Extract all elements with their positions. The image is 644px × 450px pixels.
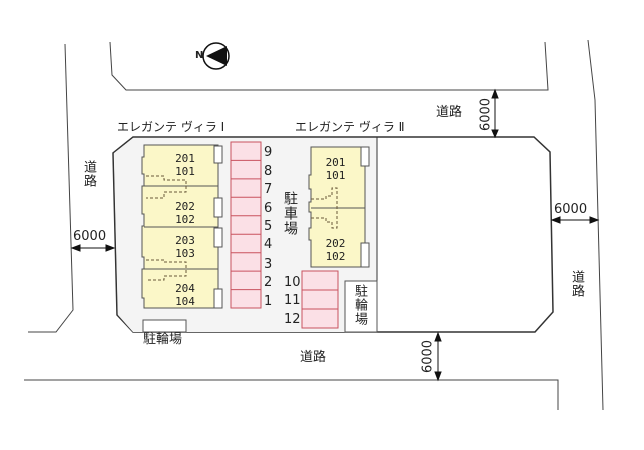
building-2-name: エレガンテ ヴィラ Ⅱ — [295, 120, 405, 134]
north-arrow-icon — [202, 42, 230, 70]
bicycle-parking-left-box — [142, 319, 187, 333]
parking-space-11: 11 — [284, 293, 301, 308]
parking-column-a — [230, 141, 262, 309]
parking-column-b — [301, 270, 339, 329]
parking-space-6: 6 — [264, 201, 273, 216]
parking-space-5: 5 — [264, 219, 273, 234]
parking-space-8: 8 — [264, 164, 273, 179]
building-2 — [308, 146, 370, 268]
parking-space-9: 9 — [264, 145, 273, 160]
dimension-arrows — [70, 88, 600, 382]
north-block-boundary — [109, 41, 549, 91]
west-road-boundary — [28, 43, 74, 333]
road-west-label: 道路 — [81, 160, 96, 188]
road-north-label: 道路 — [436, 105, 463, 120]
building-1-name: エレガンテ ヴィラ Ⅰ — [117, 120, 225, 134]
parking-space-3: 3 — [264, 257, 273, 272]
building-1 — [141, 144, 223, 309]
road-east-width: 6000 — [554, 202, 588, 217]
parking-space-1: 1 — [264, 294, 273, 309]
bicycle-parking-right-box — [344, 280, 378, 333]
parking-space-7: 7 — [264, 182, 273, 197]
road-south-width: 6000 — [420, 339, 436, 374]
bicycle-parking-left-label: 駐輪場 — [143, 332, 183, 347]
road-south-label: 道路 — [300, 350, 327, 365]
compass-north-label: N — [195, 50, 204, 61]
parking-space-12: 12 — [284, 312, 301, 327]
road-east-label: 道路 — [569, 270, 584, 298]
parking-space-4: 4 — [264, 237, 273, 252]
road-west-width: 6000 — [73, 229, 107, 244]
parking-space-2: 2 — [264, 275, 273, 290]
south-block-boundary — [24, 379, 559, 410]
parking-label: 駐車場 — [282, 191, 298, 236]
bicycle-parking-right-label: 駐輪場 — [352, 284, 367, 326]
road-north-width: 6000 — [478, 97, 494, 132]
east-road-boundary — [587, 39, 604, 411]
parking-space-10: 10 — [284, 275, 301, 290]
